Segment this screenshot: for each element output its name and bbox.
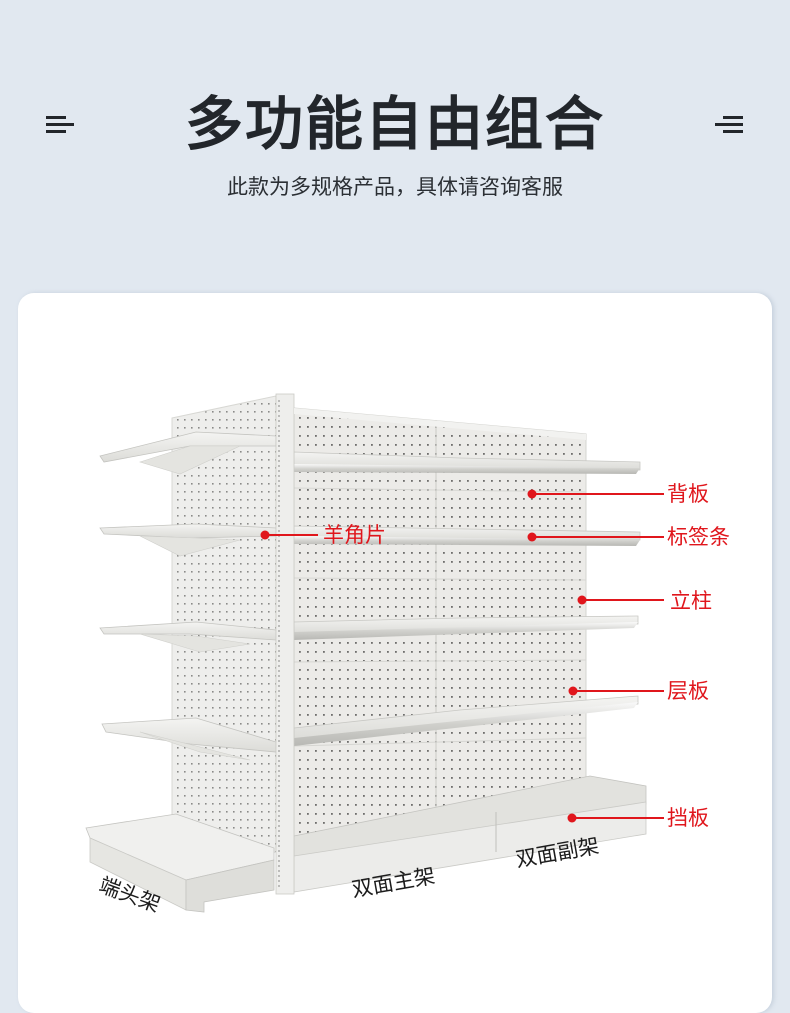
callout-shelf-board: 层板 xyxy=(667,679,709,703)
callout-lines xyxy=(260,489,664,823)
callout-back-panel: 背板 xyxy=(667,482,709,506)
page-subtitle: 此款为多规格产品，具体请咨询客服 xyxy=(227,175,563,199)
header-left-icon xyxy=(46,116,76,136)
header-right-icon xyxy=(715,116,745,136)
page-title: 多功能自由组合 xyxy=(184,90,605,158)
callout-baffle: 挡板 xyxy=(667,806,709,830)
callout-upright: 立柱 xyxy=(670,589,712,613)
callout-bracket: 羊角片 xyxy=(323,523,386,547)
callout-label-strip: 标签条 xyxy=(667,525,730,549)
shelf-illustration xyxy=(85,393,664,913)
